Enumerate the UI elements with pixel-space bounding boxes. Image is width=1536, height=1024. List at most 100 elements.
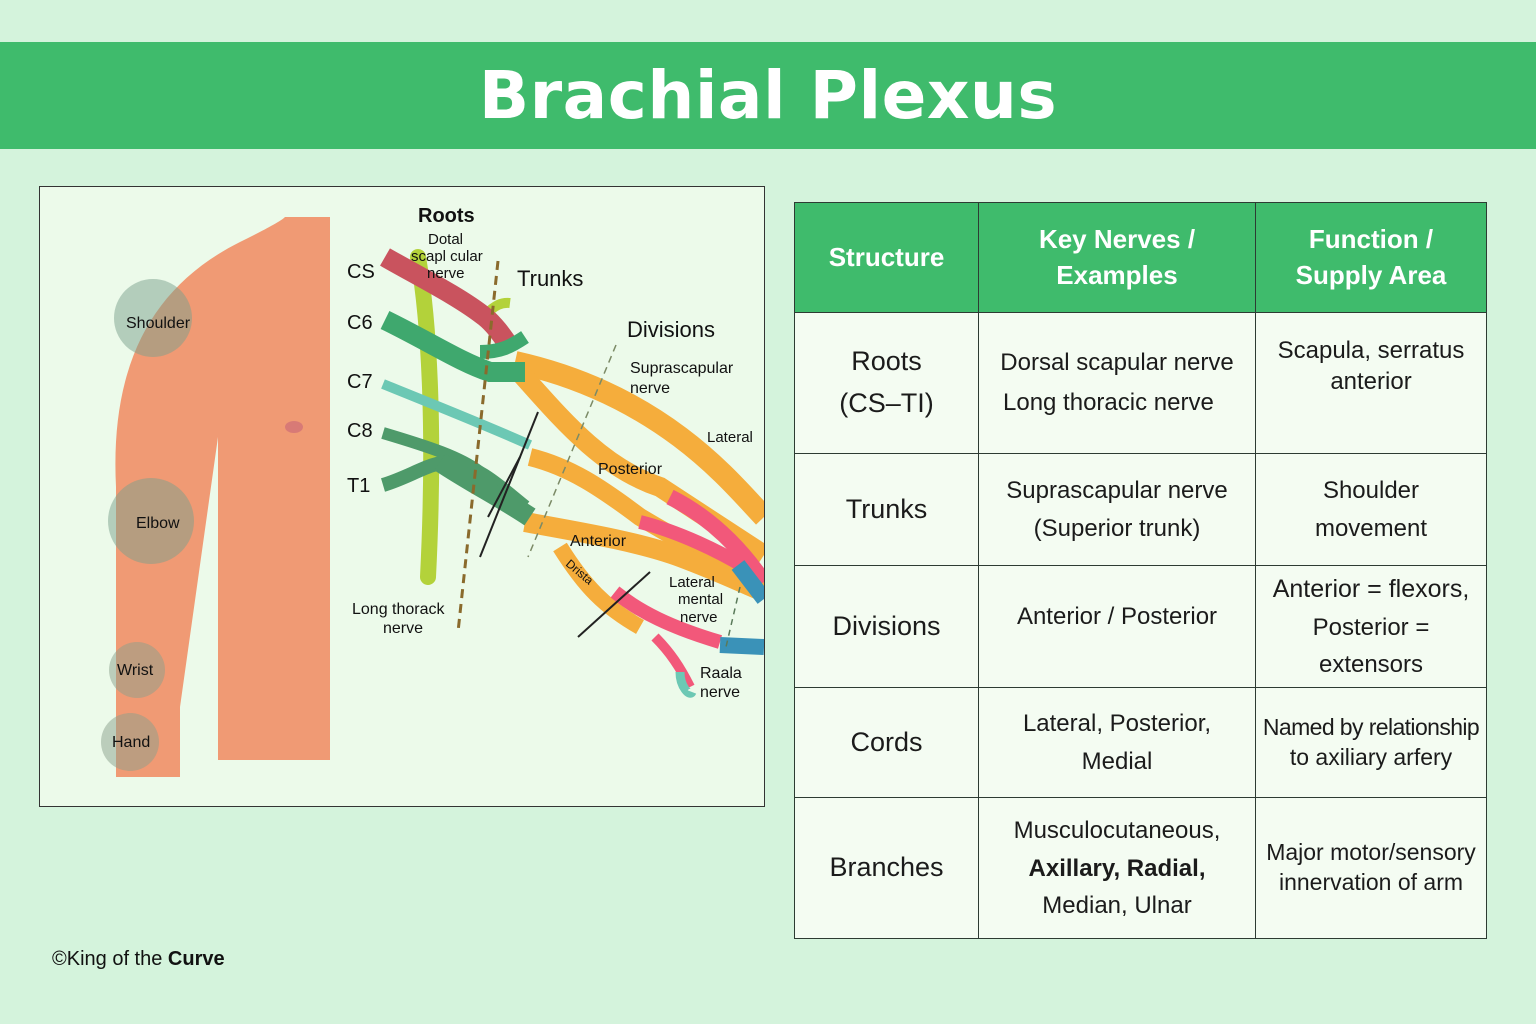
function-line1: Major motor/sensory xyxy=(1266,839,1476,866)
root-label-c8: C8 xyxy=(347,420,373,442)
root-c7-nerve xyxy=(381,379,533,450)
divisions-label: Divisions xyxy=(627,317,715,342)
function-line2: anterior xyxy=(1330,368,1412,396)
raala-label-1: Raala xyxy=(700,665,742,682)
hand-region-circle xyxy=(101,713,159,771)
nerves-cell: Musculocutaneous, Axillary, Radial, Median… xyxy=(978,797,1256,940)
lower-trunk xyxy=(434,453,536,526)
structure-line1: Branches xyxy=(829,852,944,883)
table-row: Divisions Anterior / Posterior Anterior … xyxy=(794,564,1487,689)
blue-cord-upper xyxy=(731,560,764,604)
pink-cord-upper xyxy=(666,489,764,587)
radial-nerve-end xyxy=(675,671,697,698)
plexus-illustration: Shoulder Elbow Wrist Hand xyxy=(101,205,764,777)
region-label-hand: Hand xyxy=(112,734,150,751)
function-line1: Shoulder movement xyxy=(1314,477,1428,542)
structure-line1: Divisions xyxy=(832,610,941,641)
structure-cell: Roots (CS–TI) xyxy=(794,312,979,454)
root-label-c6: C6 xyxy=(347,312,373,334)
header-key-nerves: Key Nerves / Examples xyxy=(978,202,1256,313)
function-line1: Anterior = flexors, xyxy=(1272,575,1470,603)
shoulder-region-circle xyxy=(114,279,192,357)
pink-cord-middle xyxy=(638,515,749,574)
dorsal-scapular-label-2: scapl cular xyxy=(411,248,483,265)
lateral-mental-label-3: nerve xyxy=(680,609,718,626)
scalene-guide-line xyxy=(456,260,500,633)
page-title: Brachial Plexus xyxy=(478,57,1058,134)
lateral-mental-label-2: mental xyxy=(678,591,723,608)
nerves-line1: Musculocutaneous, xyxy=(1013,817,1221,845)
root-label-cs: CS xyxy=(347,261,375,283)
region-label-shoulder: Shoulder xyxy=(126,315,191,332)
dorsal-scapular-label-1: Dotal xyxy=(428,231,463,248)
nerves-line2: Medial xyxy=(1081,747,1153,775)
roots-heading: Roots xyxy=(418,205,475,227)
long-thoracic-nerve xyxy=(410,249,440,585)
structure-cell: Trunks xyxy=(794,453,979,566)
nerves-cell: Suprascapular nerve (Superior trunk) xyxy=(978,453,1256,566)
anterior-division xyxy=(523,512,764,602)
nerves-line3: Median, Ulnar xyxy=(1042,891,1192,919)
function-cell: Major motor/sensory innervation of arm xyxy=(1255,797,1487,940)
pink-cord-lower xyxy=(610,586,723,649)
lateral-mental-label-1: Lateral xyxy=(669,574,715,591)
function-line1: Scapula, serratus xyxy=(1277,337,1465,364)
posterior-label: Posterior xyxy=(598,461,663,478)
nerves-line1: Anterior / Posterior xyxy=(1016,603,1218,630)
trunks-label: Trunks xyxy=(517,266,583,291)
structure-line2: (CS–TI) xyxy=(839,388,934,418)
posterior-cord xyxy=(507,360,764,564)
dorsal-scapular-label-3: nerve xyxy=(427,265,465,282)
function-cell: Shoulder movement xyxy=(1255,453,1487,566)
suprascapular-label-2: nerve xyxy=(630,380,670,397)
raala-label-2: nerve xyxy=(700,684,740,701)
black-pointer-2 xyxy=(487,456,521,518)
copyright-notice: ©King of the Curve xyxy=(52,948,225,971)
root-cs-nerve xyxy=(380,248,519,353)
table-header-row: Structure Key Nerves / Examples Function… xyxy=(794,202,1487,313)
plexus-summary-table: Structure Key Nerves / Examples Function… xyxy=(794,202,1487,940)
suprascapular-label-1: Suprascapular xyxy=(630,360,734,377)
elbow-region-circle xyxy=(108,478,194,564)
region-label-wrist: Wrist xyxy=(117,662,154,679)
pink-branch-down xyxy=(651,633,695,690)
long-thoracic-label-1: Long thorack xyxy=(352,601,446,618)
superior-trunk-cord xyxy=(512,351,764,525)
function-cell: Anterior = flexors, Posterior = extensors xyxy=(1255,564,1487,689)
structure-cell: Divisions xyxy=(794,564,979,689)
skin-mark xyxy=(285,421,303,433)
structure-line1: Cords xyxy=(850,726,923,757)
table-row: Branches Musculocutaneous, Axillary, Radi… xyxy=(794,797,1487,940)
long-thoracic-label-2: nerve xyxy=(383,620,423,637)
nerves-line2: Axillary, Radial, xyxy=(1028,854,1206,882)
blue-cord-lower xyxy=(719,637,764,655)
anterior-label: Anterior xyxy=(570,533,627,550)
root-label-c7: C7 xyxy=(347,371,373,393)
nerves-line2: (Superior trunk) xyxy=(1033,514,1201,542)
function-cell: Named by relationship to axiliary arfery xyxy=(1255,687,1487,799)
nerves-cell: Lateral, Posterior,Medial xyxy=(978,687,1256,799)
header-function: Function / Supply Area xyxy=(1255,202,1487,313)
structure-cell: Cords xyxy=(794,687,979,799)
function-line2: innervation of arm xyxy=(1278,869,1464,896)
structure-line1: Trunks xyxy=(845,493,928,524)
divisions-guide-line xyxy=(527,344,617,558)
nerves-line1: Dorsal scapular nerve xyxy=(1000,349,1234,377)
copyright-brand: Curve xyxy=(167,948,225,970)
structure-line1: Roots xyxy=(851,346,922,377)
function-cell: Scapula, serratus anterior xyxy=(1255,312,1487,454)
region-label-elbow: Elbow xyxy=(136,515,180,532)
table-row: Trunks Suprascapular nerve (Superior trun… xyxy=(794,453,1487,566)
function-line2: to axiliary arfery xyxy=(1289,743,1453,770)
brachial-plexus-diagram: Shoulder Elbow Wrist Hand xyxy=(39,186,765,807)
nerves-line1: Suprascapular nerve xyxy=(1006,477,1228,505)
copyright-prefix: ©King of the xyxy=(52,948,168,970)
black-pointer-3 xyxy=(577,571,651,638)
function-line1: Named by relationship xyxy=(1262,713,1480,740)
nerves-line2: Long thoracic nerve xyxy=(1003,389,1214,416)
nerves-cell: Anterior / Posterior xyxy=(978,564,1256,689)
black-pointer-1 xyxy=(479,411,539,558)
function-line2: Posterior = extensors xyxy=(1312,613,1430,678)
